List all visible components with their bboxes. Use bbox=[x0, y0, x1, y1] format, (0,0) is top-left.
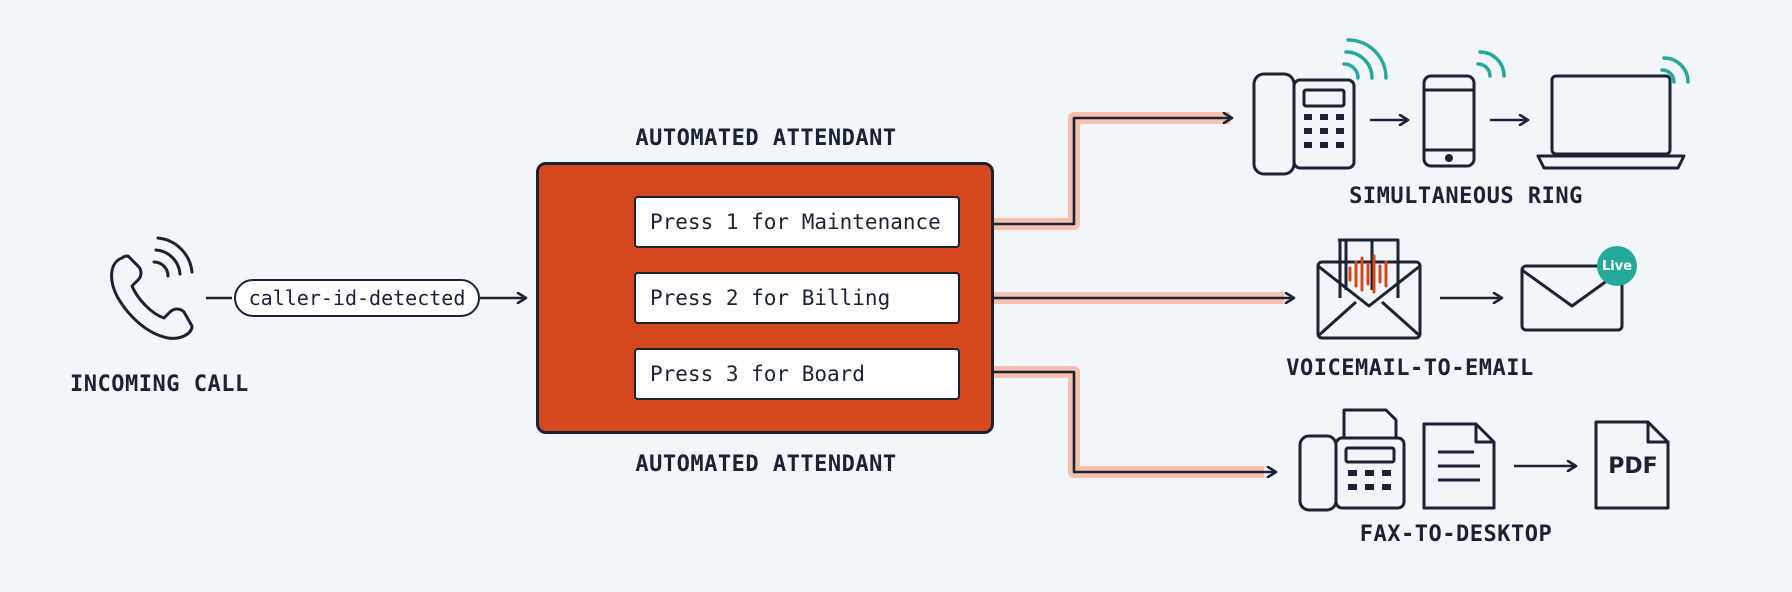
pdf-file-icon bbox=[1594, 420, 1670, 510]
phone-ringing-icon bbox=[110, 236, 194, 340]
desk-phone-icon bbox=[1252, 72, 1356, 176]
laptop-icon bbox=[1536, 74, 1686, 170]
desk-phone-signal-icon bbox=[1342, 38, 1388, 80]
mobile-phone-icon bbox=[1422, 74, 1476, 168]
simultaneous-ring-label: SIMULTANEOUS RING bbox=[1349, 184, 1583, 209]
incoming-call-label: INCOMING CALL bbox=[70, 372, 249, 397]
route-highlights bbox=[994, 112, 1284, 478]
menu-option-3[interactable]: Press 3 for Board bbox=[634, 348, 960, 400]
pdf-text: PDF bbox=[1608, 454, 1658, 479]
live-badge: Live bbox=[1597, 246, 1637, 286]
caller-id-detected-pill: caller-id-detected bbox=[234, 279, 480, 317]
voicemail-envelope-icon bbox=[1316, 238, 1422, 340]
document-icon bbox=[1422, 422, 1496, 510]
menu-option-1[interactable]: Press 1 for Maintenance bbox=[634, 196, 960, 248]
voicemail-to-email-label: VOICEMAIL-TO-EMAIL bbox=[1286, 356, 1534, 381]
voicemail-waveform-icon bbox=[1348, 254, 1388, 294]
attendant-title-bottom: AUTOMATED ATTENDANT bbox=[635, 452, 897, 477]
fax-to-desktop-label: FAX-TO-DESKTOP bbox=[1359, 522, 1553, 547]
mobile-signal-icon bbox=[1476, 50, 1506, 78]
destination-arrows bbox=[960, 118, 1294, 472]
laptop-signal-icon bbox=[1660, 56, 1690, 84]
attendant-title-top: AUTOMATED ATTENDANT bbox=[635, 126, 897, 151]
menu-option-2[interactable]: Press 2 for Billing bbox=[634, 272, 960, 324]
fax-machine-icon bbox=[1298, 408, 1406, 512]
